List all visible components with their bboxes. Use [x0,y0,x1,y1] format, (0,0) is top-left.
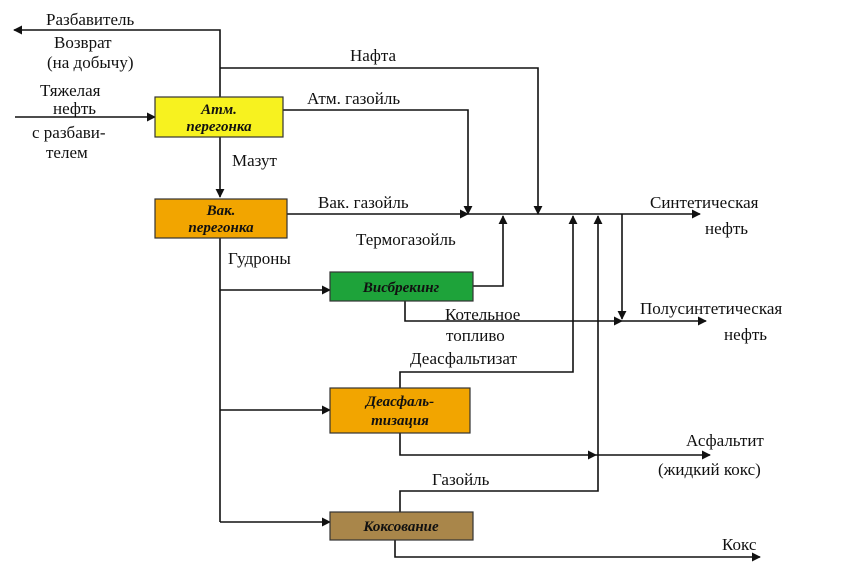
vak-box-fill [154,198,288,239]
diluent-label: Разбавитель [46,10,134,29]
gasoil-line [399,215,603,512]
coking-box-label: Коксование [362,519,439,535]
coke-line [394,540,761,562]
deasphalting-box-label-1: Деасфаль- [364,394,434,410]
deasphalting-box: Деасфаль- тизация [329,387,471,434]
coke-label: Кокс [722,535,757,554]
return-label-2: (на добычу) [47,53,134,72]
atm-box-fill [154,96,284,138]
vac-gasoil-label: Вак. газойль [318,193,409,212]
asphaltite-label-2: (жидкий кокс) [658,460,761,479]
visbreaking-box-label: Висбрекинг [362,280,440,296]
heavy-oil-label-2: нефть [53,99,96,118]
boiler-fuel-line [404,301,623,326]
return-label-1: Возврат [54,33,112,52]
gasoil-label: Газойль [432,470,490,489]
synthetic-oil-label-2: нефть [705,219,748,238]
synthetic-oil-label-1: Синтетическая [650,193,759,212]
visbreaking-box-fill [329,271,474,302]
atm-gasoil-label: Атм. газойль [307,89,400,108]
deasphaltizate-line [399,215,578,388]
asphaltite-line [399,433,597,460]
vak-box-label-1: Вак. [206,203,236,219]
asphaltite-label-1: Асфальтит [686,431,764,450]
coking-box: Коксование [329,511,474,541]
boiler-fuel-label-1: Котельное [445,305,520,324]
thermogasoil-label: Термогазойль [356,230,456,249]
deasphalting-box-label-2: тизация [371,413,429,429]
atm-distillation-box: Атм. перегонка [154,96,284,138]
deasphaltizate-label: Деасфальтизат [410,349,518,368]
heavy-oil-label-4: телем [46,143,88,162]
semisynthetic-oil-label-1: Полусинтетическая [640,299,782,318]
heavy-oil-label-1: Тяжелая [40,81,101,100]
naphtha-line [220,67,543,215]
visbreaking-box: Висбрекинг [329,271,474,302]
atm-gasoil-line [283,109,473,215]
atm-box-label-1: Атм. [200,102,237,118]
thermogasoil-line [473,215,508,287]
coking-box-fill [329,511,474,541]
diluent-return-line [13,25,221,103]
vac-distillation-box: Вак. перегонка [154,198,288,239]
semisynthetic-oil-label-2: нефть [724,325,767,344]
naphtha-label: Нафта [350,46,396,65]
mazut-label: Мазут [232,151,278,170]
heavy-oil-label-3: с разбави- [32,123,106,142]
deasphalting-box-fill [329,387,471,434]
tars-label: Гудроны [228,249,291,268]
vak-box-label-2: перегонка [188,220,254,236]
boiler-fuel-label-2: топливо [446,326,505,345]
atm-box-label-2: перегонка [186,119,252,135]
